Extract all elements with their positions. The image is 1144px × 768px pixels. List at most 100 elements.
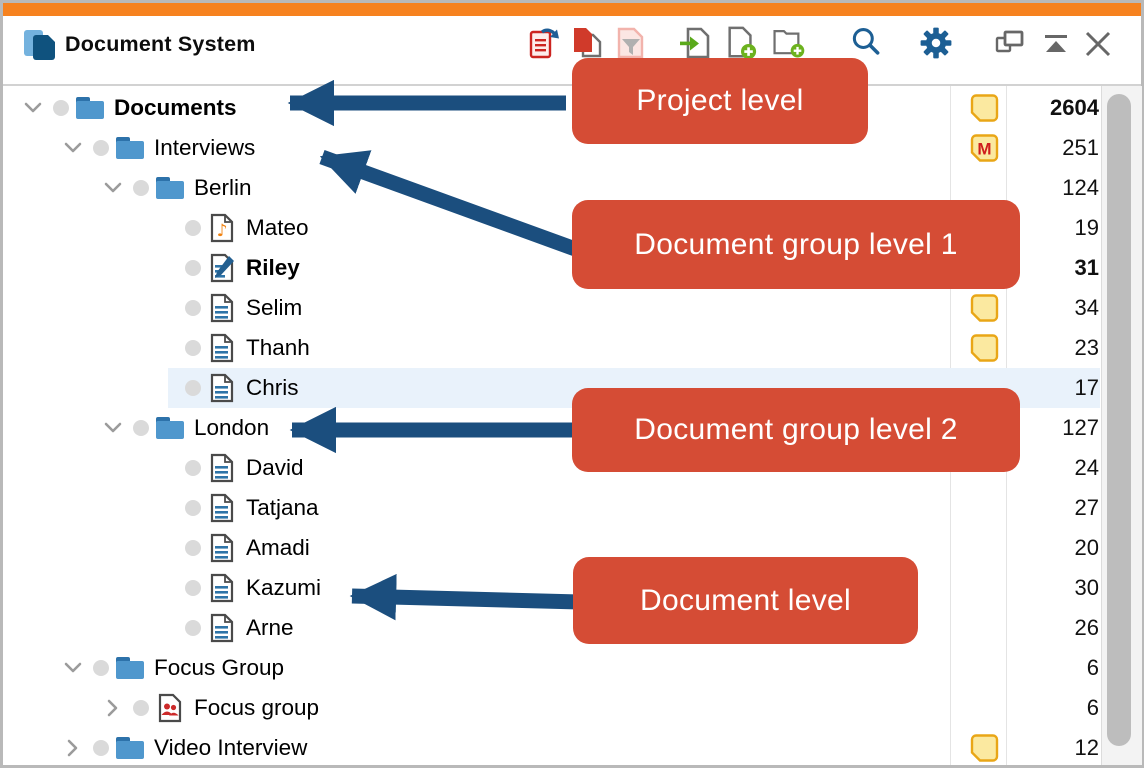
new-document-group-icon[interactable] (772, 25, 806, 61)
tree-row[interactable]: Arne 26 (3, 608, 1100, 648)
tree-row[interactable]: Video Interview 12 (3, 728, 1100, 768)
tree-row[interactable]: Focus group 6 (3, 688, 1100, 728)
memo-icon[interactable] (967, 328, 1001, 368)
doc-icon (207, 573, 237, 603)
row-count: 24 (1074, 455, 1099, 480)
tree-row[interactable]: ♪ Mateo 19 (3, 208, 1100, 248)
memo-icon[interactable] (967, 88, 1001, 128)
memo-icon[interactable]: M (967, 128, 1001, 168)
tree-row[interactable]: Kazumi 30 (3, 568, 1100, 608)
chevron-down-icon[interactable] (99, 416, 127, 440)
collapse-icon[interactable] (1039, 25, 1073, 61)
row-label: Focus group (194, 695, 320, 720)
tree-row[interactable]: Focus Group 6 (3, 648, 1100, 688)
row-count: 34 (1074, 295, 1099, 320)
tree-row[interactable]: Amadi 20 (3, 528, 1100, 568)
row-count: 17 (1074, 375, 1099, 400)
svg-text:M: M (977, 139, 991, 158)
tree-row[interactable]: Documents 2604 (3, 88, 1100, 128)
row-count: 20 (1074, 535, 1099, 560)
activation-dot[interactable] (185, 340, 201, 356)
doc-audio-icon: ♪ (207, 213, 237, 243)
activation-dot[interactable] (185, 500, 201, 516)
tree-row[interactable]: Berlin 124 (3, 168, 1100, 208)
callout-label: Document group level 1 (634, 227, 958, 261)
row-label: David (246, 455, 304, 480)
chevron-down-icon[interactable] (19, 96, 47, 120)
row-label: Kazumi (246, 575, 322, 600)
tree-row[interactable]: David 24 (3, 448, 1100, 488)
activation-dot[interactable] (185, 620, 201, 636)
folder-icon (155, 173, 185, 203)
folder-icon (155, 413, 185, 443)
memo-icon[interactable] (967, 288, 1001, 328)
chevron-spacer (151, 336, 179, 360)
row-count: 127 (1062, 415, 1099, 440)
row-label: Mateo (246, 215, 309, 240)
row-count: 6 (1086, 655, 1099, 680)
tree-row[interactable]: London 127 (3, 408, 1100, 448)
doc-icon (207, 373, 237, 403)
filter-documents-icon[interactable] (614, 25, 648, 61)
document-system-icon (22, 26, 60, 71)
activation-dot[interactable] (53, 100, 69, 116)
folder-icon (115, 133, 145, 163)
import-document-icon[interactable] (678, 25, 712, 61)
chevron-spacer (151, 496, 179, 520)
callout-label: Document level (640, 583, 851, 617)
undock-icon[interactable] (993, 25, 1027, 61)
activate-document-icon[interactable] (570, 25, 604, 61)
tree-row[interactable]: Selim 34 (3, 288, 1100, 328)
row-label: Riley (246, 255, 300, 280)
scrollbar-thumb[interactable] (1107, 94, 1131, 746)
folder-icon (115, 653, 145, 683)
chevron-down-icon[interactable] (59, 136, 87, 160)
reset-activations-icon[interactable] (528, 25, 562, 61)
tree-row[interactable]: Tatjana 27 (3, 488, 1100, 528)
callout-document-group-level-2: Document group level 2 (572, 388, 1020, 472)
doc-icon (207, 533, 237, 563)
doc-icon (207, 453, 237, 483)
accent-bar (3, 3, 1141, 16)
activation-dot[interactable] (185, 220, 201, 236)
activation-dot[interactable] (185, 580, 201, 596)
activation-dot[interactable] (93, 660, 109, 676)
search-icon[interactable] (849, 25, 883, 61)
row-label: Interviews (154, 135, 256, 160)
doc-icon (207, 293, 237, 323)
chevron-spacer (151, 616, 179, 640)
activation-dot[interactable] (185, 380, 201, 396)
row-label: Video Interview (154, 735, 308, 760)
tree-row[interactable]: Riley 31 (3, 248, 1100, 288)
memo-icon (967, 528, 1001, 568)
tree-row[interactable]: Thanh 23 (3, 328, 1100, 368)
tree-row[interactable]: Interviews M 251 (3, 128, 1100, 168)
activation-dot[interactable] (185, 540, 201, 556)
callout-project-level: Project level (572, 58, 868, 144)
folder-icon (75, 93, 105, 123)
activation-dot[interactable] (133, 700, 149, 716)
callout-document-group-level-1: Document group level 1 (572, 200, 1020, 289)
doc-icon (207, 613, 237, 643)
chevron-down-icon[interactable] (59, 656, 87, 680)
settings-gear-icon[interactable] (919, 25, 953, 61)
activation-dot[interactable] (133, 180, 149, 196)
close-icon[interactable] (1081, 25, 1115, 61)
row-count: 12 (1074, 735, 1099, 760)
activation-dot[interactable] (185, 300, 201, 316)
row-label: Amadi (246, 535, 310, 560)
activation-dot[interactable] (185, 460, 201, 476)
chevron-down-icon[interactable] (99, 176, 127, 200)
row-label: Arne (246, 615, 294, 640)
activation-dot[interactable] (185, 260, 201, 276)
chevron-right-icon[interactable] (59, 736, 87, 760)
scrollbar-track[interactable] (1101, 86, 1142, 765)
activation-dot[interactable] (93, 140, 109, 156)
new-document-icon[interactable] (724, 25, 758, 61)
activation-dot[interactable] (93, 740, 109, 756)
memo-icon[interactable] (967, 728, 1001, 768)
activation-dot[interactable] (133, 420, 149, 436)
doc-icon (207, 333, 237, 363)
chevron-right-icon[interactable] (99, 696, 127, 720)
